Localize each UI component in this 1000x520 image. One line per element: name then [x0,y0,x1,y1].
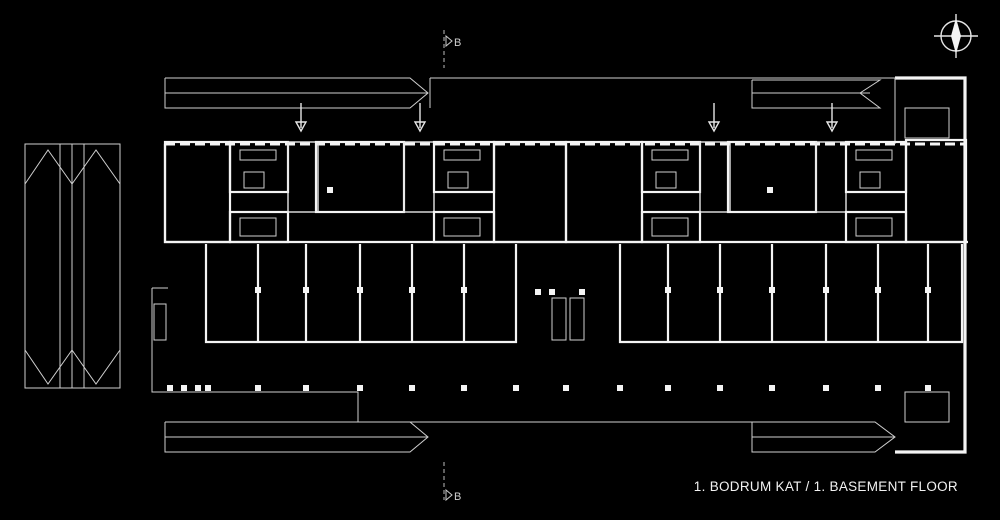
core-rooms [228,140,908,244]
column [769,385,775,391]
stairs [153,107,950,423]
section-label-top: B [454,37,461,49]
top-ramps [164,77,895,109]
column [823,385,829,391]
column [925,385,931,391]
column [255,287,261,293]
column [255,385,261,391]
column [409,385,415,391]
column [579,289,585,295]
column [875,385,881,391]
section-marker-top: B [443,30,461,68]
column [303,385,309,391]
column [769,287,775,293]
column [181,385,187,391]
column [461,287,467,293]
column [409,287,415,293]
column [549,289,555,295]
column [717,287,723,293]
structural-columns [167,187,931,391]
north-arrow-icon [934,14,978,58]
column [767,187,773,193]
core-details [239,149,893,237]
column [513,385,519,391]
entry-arrows [294,103,839,133]
column [205,385,211,391]
column [461,385,467,391]
section-marker-bottom: B [443,462,461,503]
drawing-title: 1. BODRUM KAT / 1. BASEMENT FLOOR [693,479,958,494]
column [925,287,931,293]
column [535,289,541,295]
column [327,187,333,193]
left-ramp [24,143,121,389]
column [875,287,881,293]
section-label-bottom: B [454,491,461,503]
column [357,385,363,391]
column [665,385,671,391]
column [617,385,623,391]
column [823,287,829,293]
column [665,287,671,293]
building-outline [151,76,968,454]
column [357,287,363,293]
column [717,385,723,391]
column [303,287,309,293]
bottom-ramps [164,421,896,453]
column [167,385,173,391]
column [563,385,569,391]
column [195,385,201,391]
